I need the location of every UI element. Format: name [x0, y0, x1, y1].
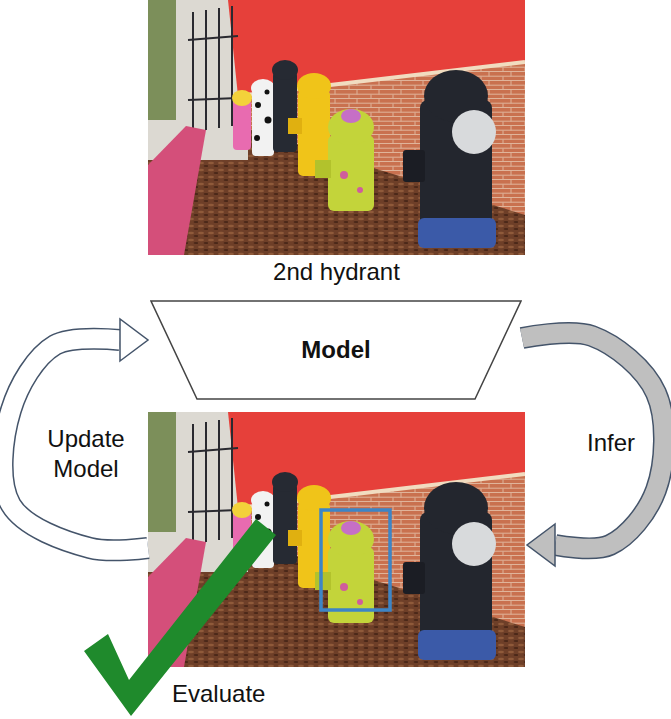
arrow-head	[527, 524, 555, 566]
trapezoid-outline	[151, 301, 521, 399]
curved-arrow	[522, 333, 664, 566]
edge-label: Update Model	[34, 424, 138, 484]
caption-text: 2nd hydrant	[148, 258, 525, 287]
hydrant-photo	[148, 0, 525, 255]
curved-arrow	[3, 319, 148, 550]
bounding-box	[321, 510, 390, 610]
model-trapezoid: Model	[150, 300, 522, 400]
arrow-outline	[3, 339, 148, 551]
hydrant-photo	[148, 412, 525, 667]
photo-panel: Evaluate	[148, 412, 525, 667]
arrow-outline	[522, 333, 664, 548]
step-label: Evaluate	[172, 680, 265, 709]
arrow-body	[3, 339, 148, 551]
model-label: Model	[301, 336, 370, 365]
arrow-head	[120, 319, 148, 361]
photo-panel: 2nd hydrant	[148, 0, 525, 255]
edge-label: Infer	[582, 428, 640, 458]
arrow-body	[522, 333, 664, 548]
